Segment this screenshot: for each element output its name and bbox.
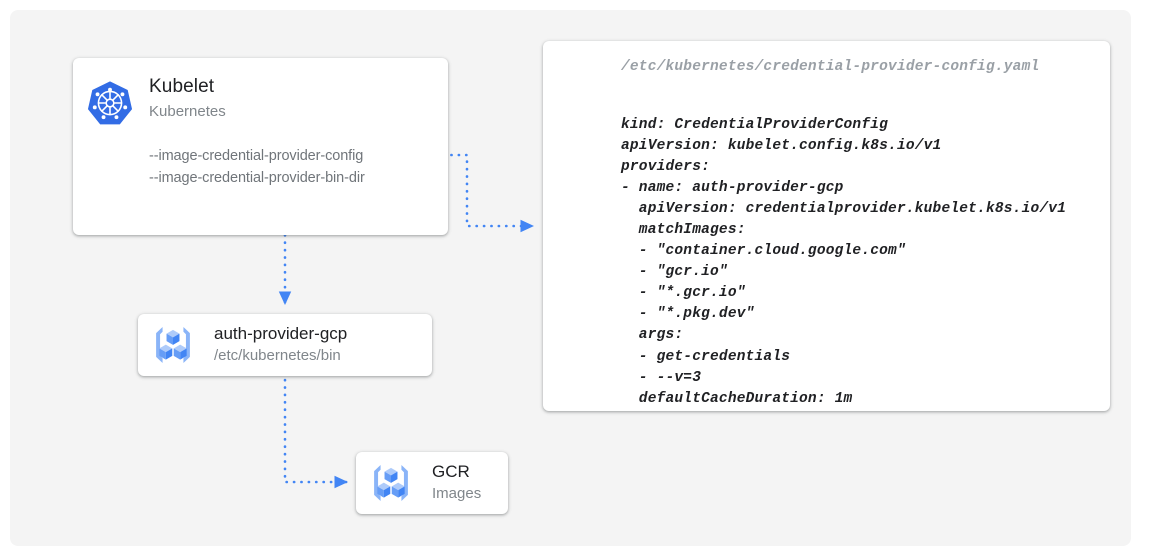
auth-provider-subtitle: /etc/kubernetes/bin (214, 347, 341, 364)
yaml-content: kind: CredentialProviderConfig apiVersio… (621, 116, 1067, 407)
kubelet-subtitle: Kubernetes (149, 103, 226, 120)
auth-provider-gcp-card[interactable]: auth-provider-gcp /etc/kubernetes/bin (138, 314, 432, 376)
gcr-title: GCR (432, 462, 470, 481)
kubelet-card[interactable]: Kubelet Kubernetes --image-credential-pr… (73, 58, 448, 235)
kubelet-title: Kubelet (149, 76, 215, 97)
kubelet-flag-config: --image-credential-provider-config (149, 148, 364, 164)
gcr-card[interactable]: GCR Images (356, 452, 508, 514)
auth-provider-title: auth-provider-gcp (214, 324, 348, 343)
container-registry-icon (374, 465, 408, 501)
credential-provider-config-panel[interactable]: /etc/kubernetes/credential-provider-conf… (543, 41, 1110, 411)
kubelet-flag-bin-dir: --image-credential-provider-bin-dir (149, 170, 365, 186)
gcr-subtitle: Images (432, 485, 482, 502)
yaml-file-path: /etc/kubernetes/credential-provider-conf… (621, 59, 1040, 75)
kubernetes-icon (87, 81, 133, 125)
container-registry-icon (156, 327, 190, 363)
